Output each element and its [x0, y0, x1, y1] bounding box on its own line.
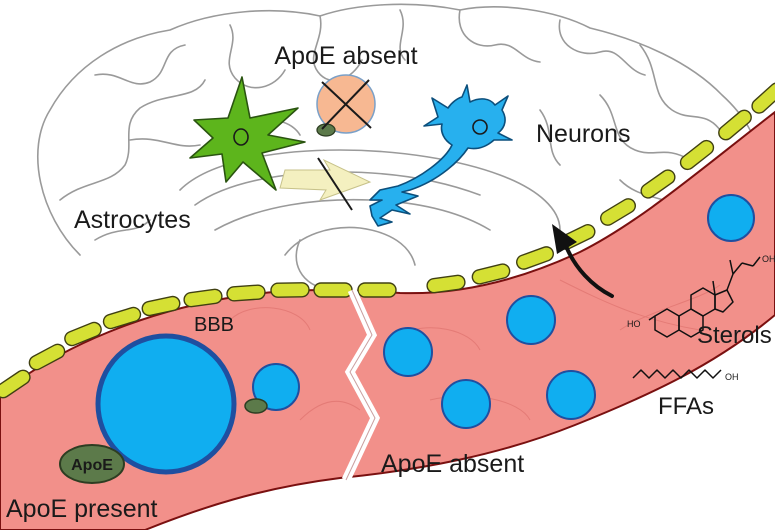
- apoe-particle-icon: [59, 444, 125, 484]
- transport-arrow-icon: [552, 224, 614, 298]
- lipoprotein-particle-icon: [506, 295, 556, 345]
- label-neurons: Neurons: [536, 120, 631, 148]
- neuron-icon: [369, 84, 513, 227]
- lipoprotein-particle-icon: [95, 333, 237, 475]
- sterol-oh-label: OH: [762, 254, 775, 264]
- fatty-acid-chain-icon: [632, 369, 722, 379]
- blocked-transfer-arrow: [279, 157, 372, 211]
- sterol-molecule-icon: [648, 256, 761, 338]
- apoe-particle-label: ApoE: [71, 457, 113, 474]
- lipoprotein-particle-icon: [546, 370, 596, 420]
- lipoprotein-particle-icon: [707, 194, 755, 242]
- apoe-particle-large: ApoE: [59, 444, 125, 484]
- lipoprotein-particle-icon: [383, 327, 433, 377]
- sterol-ho-label: HO: [627, 319, 641, 329]
- astrocyte-icon: [189, 76, 306, 191]
- apoe-particle-icon: [244, 398, 268, 414]
- label-astrocytes: Astrocytes: [74, 206, 191, 234]
- lipoprotein-particle-icon: [252, 363, 300, 411]
- vessel-break: [341, 288, 381, 482]
- lipoprotein-particles: [95, 194, 755, 475]
- label-apoe-absent-bottom: ApoE absent: [381, 450, 524, 478]
- crossed-cell: [316, 74, 376, 137]
- lipoprotein-particle-icon: [441, 379, 491, 429]
- label-ffas: FFAs: [658, 393, 714, 420]
- label-apoe-present: ApoE present: [6, 495, 158, 523]
- label-sterols: Sterols: [697, 322, 772, 349]
- label-apoe-absent-top: ApoE absent: [274, 42, 417, 70]
- label-bbb: BBB: [194, 314, 234, 336]
- bbb-cells: [0, 82, 775, 399]
- ffa-oh-label: OH: [725, 372, 739, 382]
